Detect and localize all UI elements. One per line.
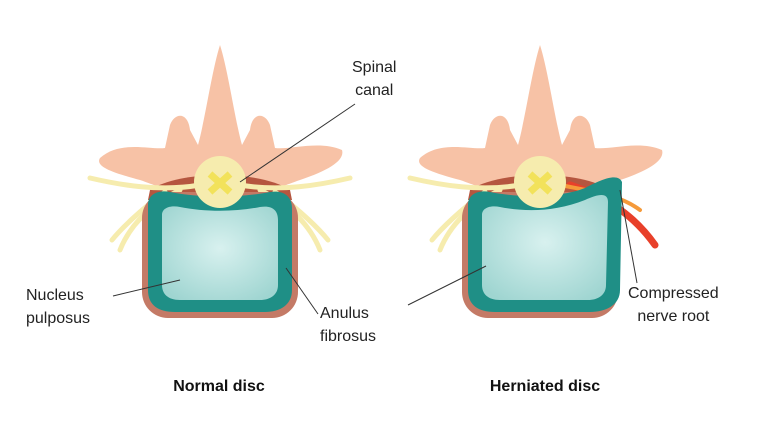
label-line: pulposus xyxy=(26,310,91,327)
nucleus-pulposus xyxy=(162,206,278,300)
spinal-canal-leader xyxy=(239,103,356,183)
grey-matter xyxy=(207,171,233,195)
label-line: Compressed xyxy=(628,285,719,302)
label-line: canal xyxy=(355,82,394,99)
label-nucleus-pulposus: Nucleus pulposus xyxy=(26,284,90,330)
label-line: Nucleus xyxy=(26,287,84,304)
grey-matter xyxy=(527,171,553,195)
label-line: Spinal xyxy=(352,59,397,76)
normal-vertebra xyxy=(90,45,350,318)
anulus-leader-right xyxy=(407,265,487,306)
nucleus-leader xyxy=(112,279,181,297)
herniated-vertebra xyxy=(410,45,663,318)
caption-normal-disc: Normal disc xyxy=(173,378,265,395)
herniated-nucleus xyxy=(482,195,608,300)
label-line: Anulus xyxy=(320,305,369,322)
label-anulus-fibrosus: Anulus fibrosus xyxy=(320,302,376,348)
caption-herniated-disc: Herniated disc xyxy=(489,378,601,395)
label-line: nerve root xyxy=(637,308,710,325)
anulus-leader-left xyxy=(285,267,319,315)
label-compressed-nerve-root: Compressed nerve root xyxy=(628,282,719,328)
compressed-nerve-leader xyxy=(619,189,638,284)
label-line: fibrosus xyxy=(320,328,377,345)
label-spinal-canal: Spinal canal xyxy=(352,56,396,102)
